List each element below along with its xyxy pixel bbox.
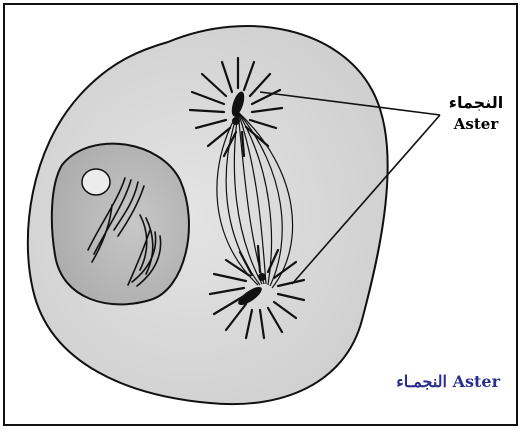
nucleolus bbox=[82, 169, 110, 195]
figure-caption: النجمـاء Aster bbox=[348, 372, 500, 391]
nucleus bbox=[52, 144, 189, 305]
aster-label-english: Aster bbox=[441, 115, 511, 133]
aster-label-arabic: النجماء bbox=[441, 93, 511, 112]
